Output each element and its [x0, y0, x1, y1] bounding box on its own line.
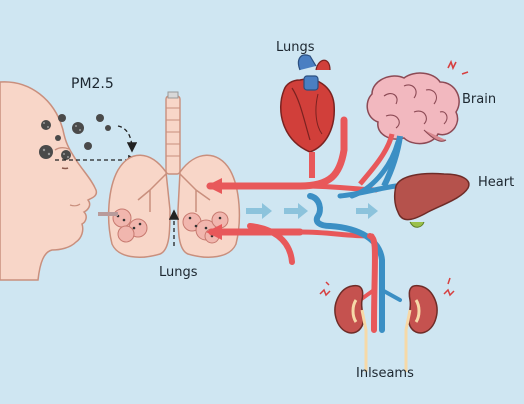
brain-alert-mark — [447, 59, 469, 75]
liver-icon — [393, 172, 470, 228]
kidney-alert-marks — [319, 277, 455, 297]
face-profile-icon — [0, 81, 98, 281]
flow-arrows — [246, 203, 378, 219]
pm25-particle-texture — [42, 122, 81, 158]
particle-path-arrow-curved — [117, 125, 138, 153]
kidneys-label: Inlseams — [356, 366, 414, 381]
liver-label: Heart — [478, 175, 515, 190]
brain-icon — [358, 72, 460, 188]
heart-icon — [280, 54, 335, 178]
kidneys-icon — [334, 284, 438, 372]
heart-label-top: Lungs — [276, 40, 315, 55]
pm25-particles-icon — [39, 114, 111, 160]
brain-label: Brain — [462, 92, 497, 107]
lungs-label: Lungs — [159, 265, 198, 280]
pm25-label: PM2.5 — [71, 76, 114, 92]
